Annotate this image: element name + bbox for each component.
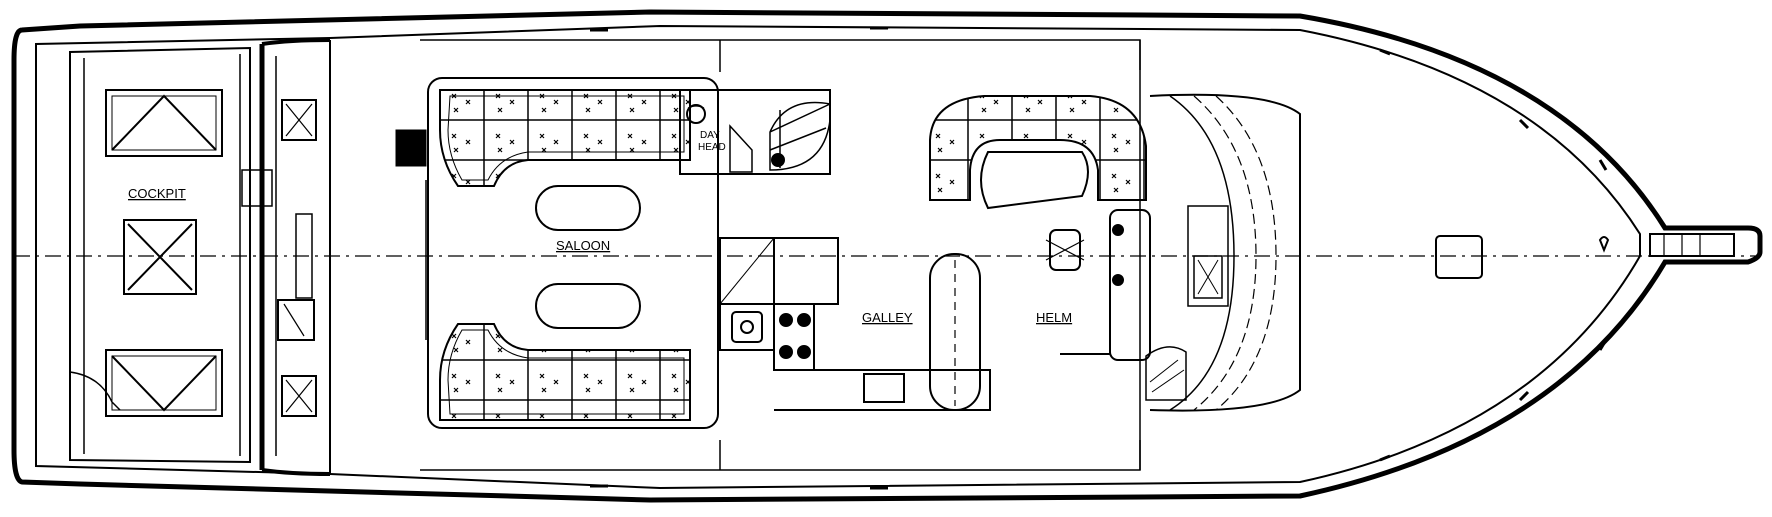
cockpit-area: COCKPIT xyxy=(69,89,273,417)
foredeck-hatch xyxy=(1435,235,1483,279)
saloon-cabinet xyxy=(395,129,427,167)
helm-console xyxy=(1109,209,1151,361)
saloon-area: SALOON xyxy=(395,77,719,429)
galley-label: GALLEY xyxy=(862,310,913,325)
saloon-settee-top xyxy=(439,89,691,187)
galley-sink-2 xyxy=(863,373,905,403)
saloon-settee-bottom xyxy=(439,323,691,421)
helm-settee xyxy=(929,95,1147,201)
day-head-area: DAY HEAD xyxy=(679,89,831,175)
foredeck-area xyxy=(590,26,1735,490)
cockpit-hatch-bottom xyxy=(105,349,223,417)
helm-chair xyxy=(1045,229,1085,271)
galley-sink xyxy=(731,311,763,343)
aft-bulkhead-lockers xyxy=(277,99,317,417)
galley-cooktop xyxy=(773,303,815,371)
saloon-label: SALOON xyxy=(556,238,610,253)
hull-outline xyxy=(11,9,1763,503)
cockpit-hatch-center xyxy=(123,219,197,295)
saloon-table-top xyxy=(535,185,641,231)
cockpit-ladder xyxy=(69,371,121,411)
helm-table xyxy=(980,151,1089,210)
cockpit-label: COCKPIT xyxy=(128,186,186,201)
transom-door-step xyxy=(241,169,273,207)
saloon-table-bottom xyxy=(535,283,641,329)
spiral-stair xyxy=(769,101,831,171)
galley-area: GALLEY xyxy=(719,237,991,411)
helm-label: HELM xyxy=(1036,310,1072,325)
helm-area: HELM xyxy=(929,95,1151,361)
galley-island xyxy=(929,253,981,411)
cockpit-hatch-top xyxy=(105,89,223,157)
day-head-label-line1: DAY xyxy=(700,130,720,141)
day-head-label-line2: HEAD xyxy=(698,142,726,153)
anchor-roller xyxy=(1649,233,1735,257)
